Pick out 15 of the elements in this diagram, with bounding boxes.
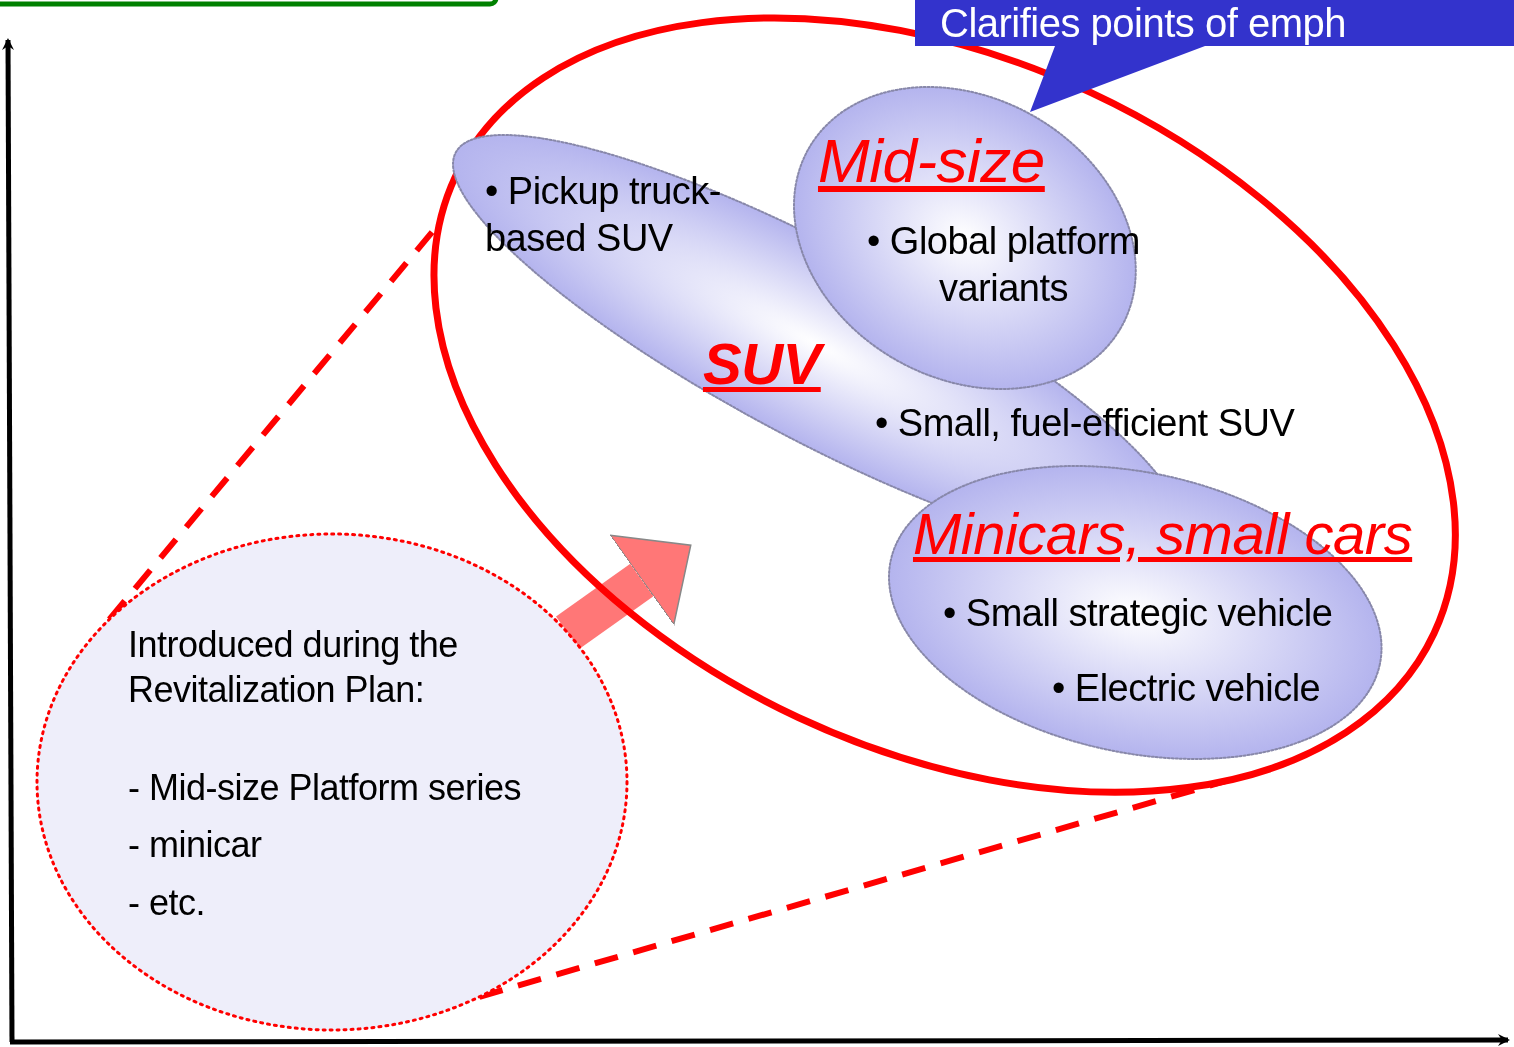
callout-text: Clarifies points of emph [940,0,1346,47]
block-arrow [556,534,692,650]
category-heading: Minicars, small cars [912,500,1413,568]
list-item: - minicar [128,823,262,867]
note-heading: Introduced during the Revitalization Plan: [128,623,459,712]
list-item: • Global platform variants [865,218,1141,312]
list-item: • Small, fuel-efficient SUV [874,400,1295,446]
note-circle [33,530,631,1034]
callout-banner [915,0,1514,115]
list-item: • Small strategic vehicle [942,591,1333,636]
list-item: - etc. [128,881,205,925]
category-heading: Mid-size [818,124,1045,197]
list-item: • Electric vehicle [1051,666,1321,711]
list-item: • Pickup truck-based SUV [484,168,722,262]
list-item: - Mid-size Platform series [128,766,522,810]
